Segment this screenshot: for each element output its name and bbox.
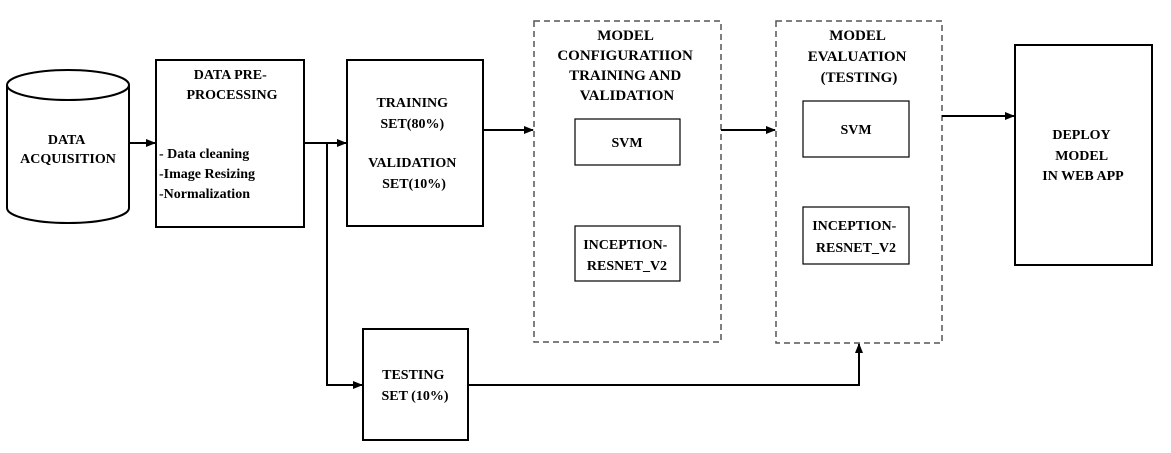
preprocessing-title-line-2: PROCESSING (186, 88, 277, 103)
testing-set-line-1: TESTING (382, 368, 444, 383)
preprocessing-title-line-1: DATA PRE- (194, 68, 267, 83)
model-eval-inception-line-2: RESNET_V2 (816, 241, 896, 256)
arrow-preprocessing-to-testing (326, 143, 363, 389)
data-acquisition-node: DATA ACQUISITION (6, 69, 130, 224)
deploy-node: DEPLOY MODEL IN WEB APP (1014, 44, 1153, 266)
model-eval-inception-line-1: INCEPTION- (812, 219, 896, 234)
cylinder-body (6, 85, 130, 224)
cylinder-top (6, 69, 130, 101)
deploy-line-2: MODEL (1055, 149, 1108, 164)
model-config-title-line-4: VALIDATION (580, 88, 675, 104)
model-config-svm-label: SVM (611, 136, 642, 151)
train-val-split-node: TRAINING SET(80%) VALIDATION SET(10%) (346, 59, 484, 227)
svg-text:TESTING SET (10%): TESTING SET (10%) (381, 368, 448, 404)
svg-text:TRAINING SET(80%): TRAINING SET(80%) VALIDATION SET(10%) (368, 96, 460, 192)
deploy-line-1: DEPLOY (1052, 128, 1110, 143)
arrow-testing-to-eval (468, 343, 863, 386)
model-eval-svm-label: SVM (840, 123, 871, 138)
preprocessing-step-2: -Image Resizing (159, 167, 255, 182)
model-config-title-line-2: CONFIGURATIION (557, 48, 693, 64)
model-config-svm-box (574, 118, 681, 166)
testing-set-line-2: SET (10%) (381, 389, 448, 404)
model-config-title-line-1: MODEL (597, 28, 654, 44)
model-eval-svm-box (802, 100, 910, 158)
validation-set-line-1: VALIDATION (368, 156, 456, 171)
testing-set-box (362, 328, 469, 441)
model-eval-node: MODEL EVALUATION (TESTING) SVM INCEPTION… (775, 20, 943, 344)
model-eval-title-line-3: (TESTING) (821, 70, 898, 86)
data-acquisition-line-1: DATA (48, 133, 86, 148)
deploy-box (1014, 44, 1153, 266)
connectors (129, 112, 1015, 389)
svg-text:DEPLOY MODEL IN WE: DEPLOY MODEL IN WEB APP (1042, 128, 1124, 184)
preprocessing-step-1: - Data cleaning (159, 147, 249, 162)
preprocessing-step-3: -Normalization (159, 187, 250, 202)
preprocessing-node: DATA PRE- PROCESSING - Data cleaning -Im… (155, 59, 305, 228)
preprocessing-box (155, 59, 305, 228)
validation-set-line-2: SET(10%) (382, 177, 446, 192)
deploy-line-3: IN WEB APP (1042, 169, 1124, 184)
model-config-title-line-3: TRAINING AND (569, 68, 681, 84)
svg-text:- Data cleaning -Image R: - Data cleaning -Image Resizing -Normali… (159, 147, 259, 202)
training-set-line-1: TRAINING (376, 96, 448, 111)
model-config-inception-line-1: INCEPTION- (583, 238, 667, 253)
training-set-line-2: SET(80%) (380, 117, 444, 132)
svg-text:DATA ACQUISITION: DATA ACQUISITION (20, 133, 116, 167)
svg-text:INCEPTION- RESNET_V2: INCEPTION- RESNET_V2 (812, 219, 900, 256)
model-config-dashed-box (533, 20, 722, 343)
svg-text:DATA PRE- PROCESSING: DATA PRE- PROCESSING (186, 68, 277, 103)
data-acquisition-line-2: ACQUISITION (20, 152, 116, 167)
svg-text:INCEPTION- RESNET_V2: INCEPTION- RESNET_V2 (583, 238, 671, 274)
svg-text:MODEL CONFIGURATIION: MODEL CONFIGURATIION TRAINING AND VALIDA… (557, 28, 696, 104)
model-eval-title-line-2: EVALUATION (808, 49, 907, 65)
svg-text:MODEL EVALUATION (: MODEL EVALUATION (TESTING) (808, 28, 910, 86)
train-val-box (346, 59, 484, 227)
model-eval-inception-box (802, 206, 910, 265)
testing-set-node: TESTING SET (10%) (362, 328, 469, 441)
model-eval-title-line-1: MODEL (829, 28, 886, 44)
model-config-inception-line-2: RESNET_V2 (587, 259, 667, 274)
model-config-inception-box (574, 225, 681, 282)
model-config-node: MODEL CONFIGURATIION TRAINING AND VALIDA… (533, 20, 722, 343)
